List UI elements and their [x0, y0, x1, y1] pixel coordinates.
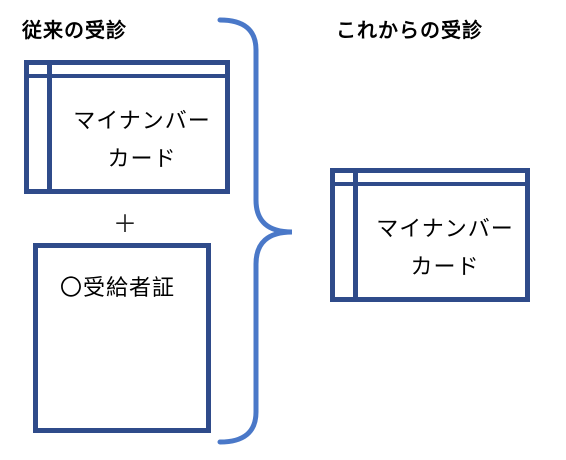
future-visit-heading: これからの受診	[336, 18, 483, 42]
card-label-line1: マイナンバー	[73, 109, 211, 134]
card-label-line1: マイナンバー	[376, 217, 514, 242]
card-label-line2: カード	[107, 147, 177, 172]
recipient-certificate-box: 〇受給者証	[33, 243, 211, 433]
card-label-line2: カード	[410, 255, 480, 280]
my-number-card-conventional: マイナンバー カード	[24, 60, 230, 194]
my-number-card-future: マイナンバー カード	[330, 168, 530, 302]
recipient-certificate-label: 〇受給者証	[60, 276, 176, 301]
card-label: マイナンバー カード	[365, 211, 525, 287]
card-side-stripe	[353, 173, 358, 297]
plus-sign: ＋	[113, 210, 137, 238]
card-side-stripe	[47, 65, 52, 189]
card-top-stripe	[29, 74, 225, 78]
card-top-stripe	[335, 182, 525, 186]
conventional-visit-heading: 従来の受診	[22, 18, 127, 42]
card-label: マイナンバー カード	[59, 103, 225, 179]
